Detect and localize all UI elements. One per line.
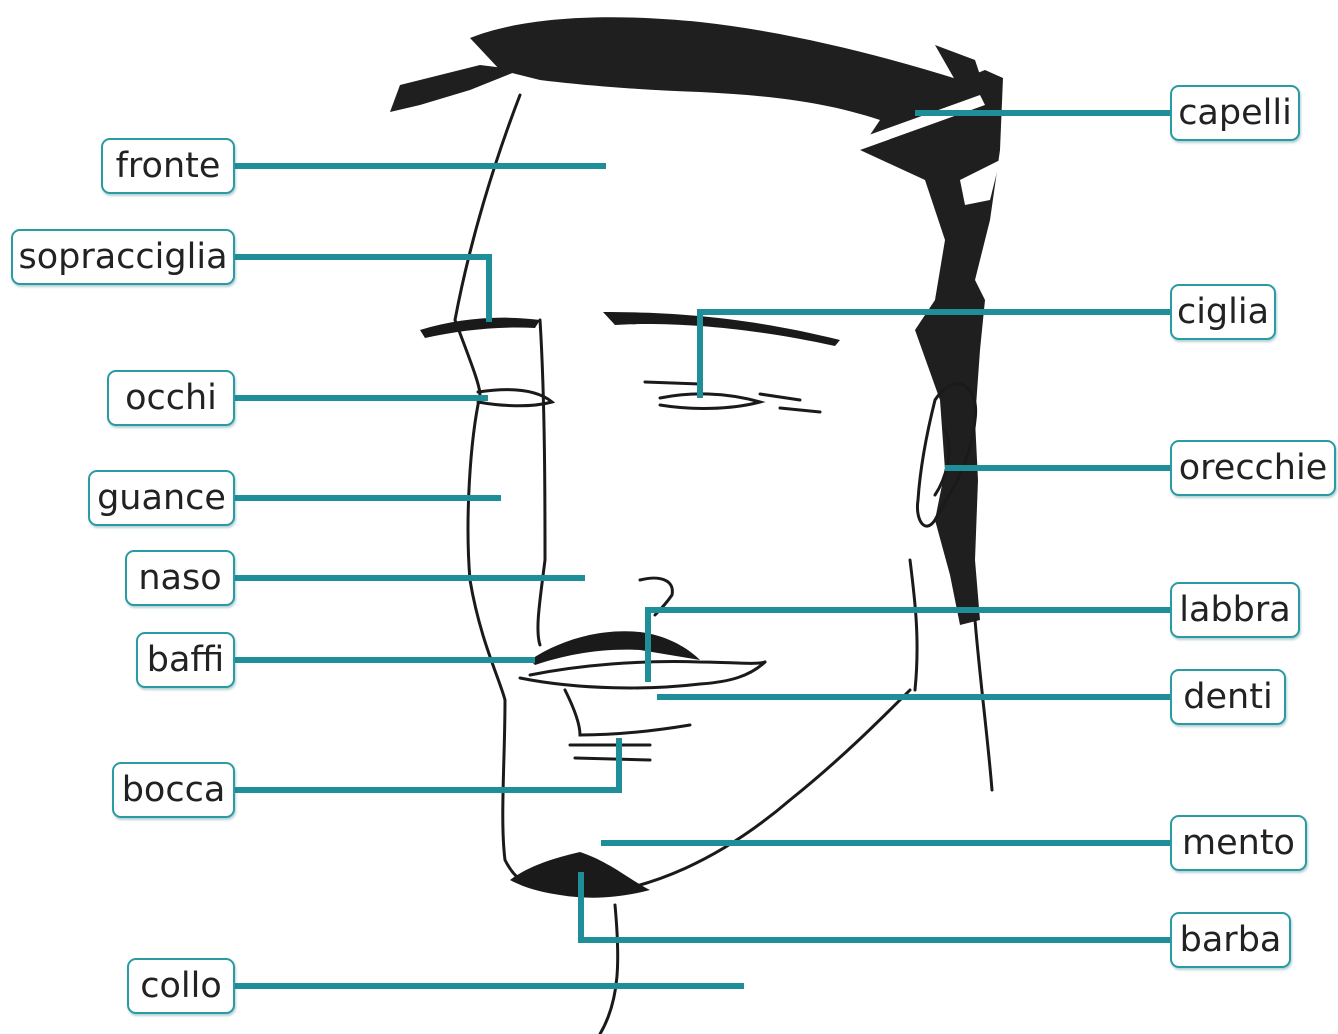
label-orecchie: orecchie (1170, 440, 1336, 496)
jaw-line (585, 690, 910, 895)
label-bocca: bocca (112, 762, 235, 818)
leader-sopracciglia (233, 257, 489, 322)
label-capelli: capelli (1170, 85, 1300, 141)
label-fronte: fronte (101, 138, 235, 194)
label-barba: barba (1170, 912, 1291, 968)
leader-lines (233, 113, 1172, 986)
label-sopracciglia: sopracciglia (11, 229, 235, 285)
label-guance: guance (88, 470, 235, 526)
label-naso: naso (125, 550, 235, 606)
left-eyebrow (420, 318, 540, 338)
leader-barba (581, 872, 1172, 940)
leader-bocca (233, 738, 619, 790)
label-collo: collo (127, 958, 235, 1014)
hair-tuft (390, 65, 520, 112)
right-eyebrow (603, 312, 840, 346)
lower-lip (520, 662, 765, 688)
mustache (530, 631, 700, 665)
right-eye (660, 394, 760, 409)
label-ciglia: ciglia (1170, 284, 1276, 340)
neck-right (975, 620, 992, 790)
leader-labbra (648, 610, 1172, 682)
label-labbra: labbra (1170, 582, 1300, 638)
face-left-edge (455, 95, 545, 886)
label-baffi: baffi (136, 632, 235, 688)
nose-bridge (538, 320, 545, 645)
neck-left (600, 905, 618, 1034)
face-right-edge (910, 560, 917, 690)
label-occhi: occhi (107, 370, 235, 426)
label-mento: mento (1170, 815, 1307, 871)
left-eye (478, 390, 552, 406)
label-denti: denti (1170, 669, 1286, 725)
